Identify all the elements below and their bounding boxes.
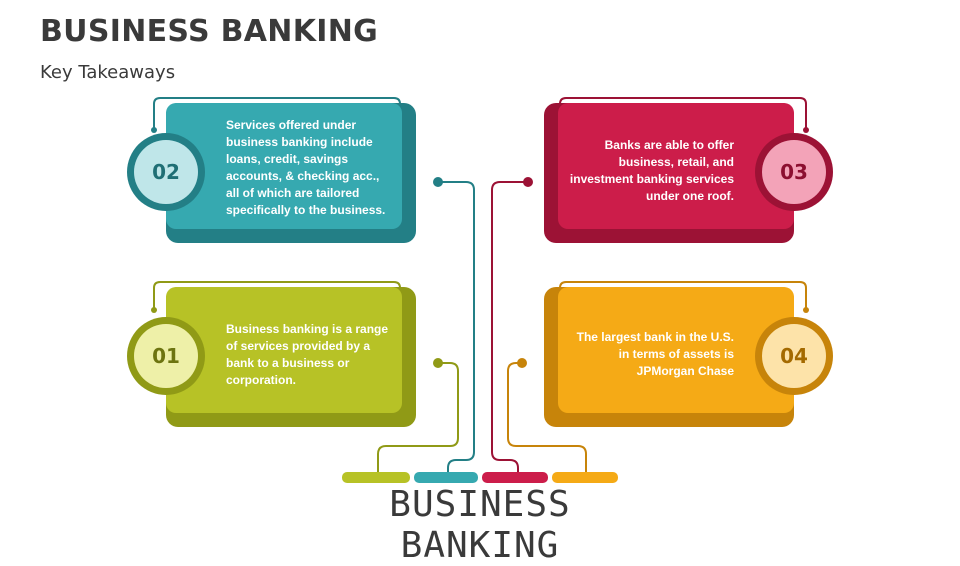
card-03-text: Banks are able to offer business, retail… [569,138,734,203]
badge-03: 03 [762,140,826,204]
card-03-face [558,103,794,229]
card-03: Banks are able to offer business, retail… [544,103,794,243]
connector-lines [151,97,809,474]
badge-02: 02 [134,140,198,204]
card-04-face [558,287,794,413]
badge-01: 01 [134,324,198,388]
footer-segment-4 [552,472,618,483]
card-02-text: Services offered under business banking … [226,118,386,217]
connector-03-bracket [559,97,807,130]
card-01-face [166,287,402,413]
connector-04-bracket [559,281,807,310]
footer-segment-3 [482,472,548,483]
connector-01-bracket [153,281,401,310]
card-01: Business banking is a range of services … [166,287,416,427]
card-04: The largest bank in the U.S. in terms of… [544,287,794,427]
slide-title: BUSINESS BANKING [40,14,379,49]
connector-02-line [438,181,475,474]
card-04-text: The largest bank in the U.S. in terms of… [576,330,734,378]
connector-01-line [377,362,459,474]
footer-segment-2 [414,472,478,483]
footer-title: BUSINESS BANKING [389,484,571,566]
card-02: Services offered under business banking … [166,103,416,243]
connector-02-bracket [153,97,401,130]
card-02-face [166,103,402,229]
card-01-text: Business banking is a range of services … [226,322,389,387]
slide-subtitle: Key Takeaways [40,62,176,83]
badge-04: 04 [762,324,826,388]
connector-03-line [491,181,528,474]
footer-segment-1 [342,472,410,483]
connector-04-line [507,362,587,474]
